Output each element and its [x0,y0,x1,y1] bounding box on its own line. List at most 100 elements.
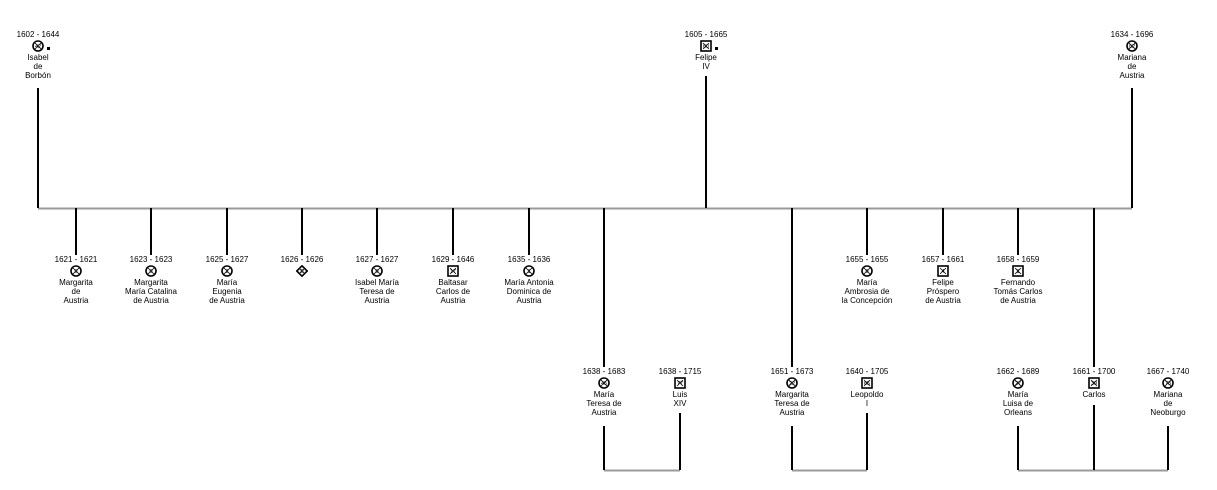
name-line: Luisa de [1002,399,1034,408]
age-label: 0 [865,269,868,275]
name-line: María [1007,390,1029,399]
female-symbol-icon: 27 [1012,377,1024,389]
name-line: Austria [63,296,89,305]
name-line: Austria [364,296,390,305]
male-symbol-icon: 39 [1088,377,1100,389]
marker-square-icon [47,47,50,50]
age-label: 2 [225,269,228,275]
person-symbol: 0 [145,265,157,277]
name-line: Fernando [1000,278,1036,287]
age-label: 1 [527,269,530,275]
name-line: Teresa de [774,399,810,408]
name-line: Margarita [134,278,168,287]
person-symbol: 0 [70,265,82,277]
name-line: María [593,390,615,399]
age-label: 22 [789,381,795,387]
name-line: Austria [779,408,805,417]
name-line: Margarita [775,390,809,399]
name-line: María [216,278,238,287]
age-label: 62 [1129,44,1135,50]
age-label: 0 [149,269,152,275]
age-label: 39 [1091,381,1097,387]
name-line: de Austria [133,296,169,305]
female-symbol-icon: 2 [221,265,233,277]
life-dates: 1638 - 1715 [658,367,702,376]
female-symbol-icon: 42 [32,40,44,52]
name-line: de [1127,62,1137,71]
name-line: Baltasar [438,278,468,287]
female-symbol-icon: 0 [861,265,873,277]
name-line: Tomás Carlos [993,287,1043,296]
person-symbol: 39 [1088,377,1100,389]
name-line: Margarita [59,278,93,287]
person-symbol: 1 [1012,265,1024,277]
name-line: Felipe [695,53,717,62]
name-line: de [1163,399,1173,408]
age-label: 73 [1165,381,1171,387]
person-symbol: 62 [1126,40,1138,52]
life-dates: 1605 - 1665 [684,30,728,39]
person-symbol: 77 [674,377,686,389]
name-line: de [71,287,81,296]
person-symbol: 0 [861,265,873,277]
name-line: XIV [673,399,687,408]
name-line: Isabel María [354,278,400,287]
life-dates: 1623 - 1623 [129,255,173,264]
life-dates: 1626 - 1626 [280,255,324,264]
marker-square-icon [715,47,718,50]
age-label: 4 [941,269,944,275]
name-line: Teresa de [586,399,622,408]
person-symbol: 65 [861,377,873,389]
person-symbol: 22 [786,377,798,389]
male-symbol-icon: 65 [861,377,873,389]
name-line: Mariana [1117,53,1147,62]
female-symbol-icon: 22 [786,377,798,389]
name-line: la Concepción [841,296,893,305]
person-symbol: 0 [371,265,383,277]
female-symbol-icon: 73 [1162,377,1174,389]
life-dates: 1621 - 1621 [54,255,98,264]
male-symbol-icon: 4 [937,265,949,277]
person-symbol: 27 [1012,377,1024,389]
life-dates: 1662 - 1689 [996,367,1040,376]
name-line: Austria [591,408,617,417]
life-dates: 1657 - 1661 [921,255,965,264]
name-line: de Austria [1000,296,1036,305]
person-symbol: 17 [447,265,459,277]
female-symbol-icon: 0 [70,265,82,277]
name-line: María Catalina [124,287,178,296]
name-line: Luis [672,390,688,399]
name-line: Teresa de [359,287,395,296]
name-line: Carlos de [435,287,471,296]
name-line: Carlos [1082,390,1106,399]
name-line: Neoburgo [1150,408,1186,417]
person-symbol: 73 [1162,377,1174,389]
life-dates: 1627 - 1627 [355,255,399,264]
person-symbol: 4 [937,265,949,277]
male-symbol-icon: 17 [447,265,459,277]
name-line: María Antonia [504,278,554,287]
name-line: I [865,399,869,408]
age-label: 60 [703,44,709,50]
